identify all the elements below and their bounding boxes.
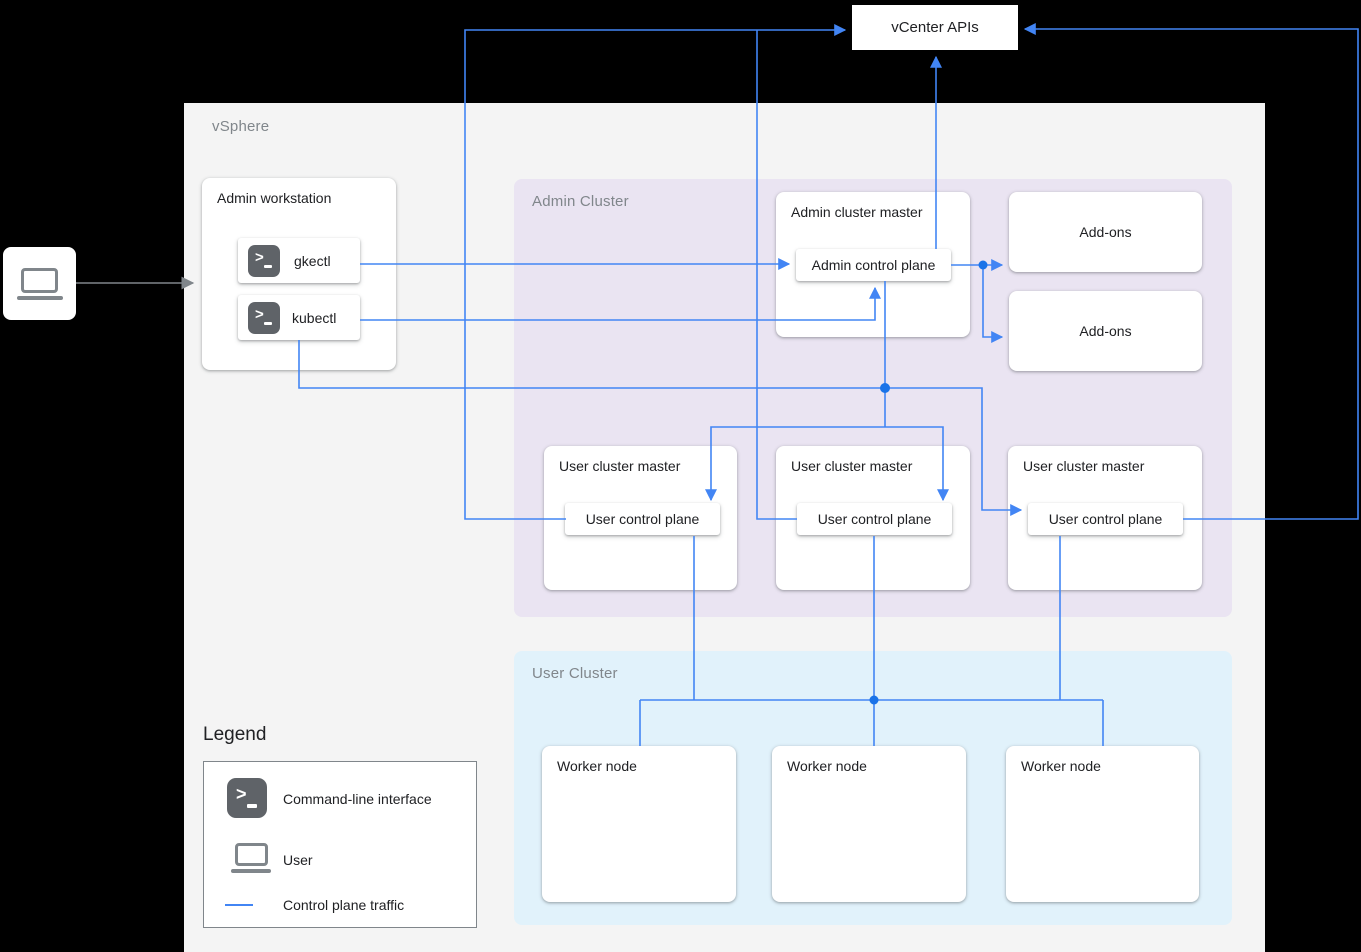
legend-cli-label: Command-line interface [283, 791, 432, 807]
addons-box: Add-ons [1009, 192, 1202, 272]
user-control-plane-chip: User control plane [1028, 503, 1183, 535]
legend-title: Legend [203, 724, 267, 745]
legend-traffic-label: Control plane traffic [283, 897, 405, 913]
terminal-icon: > [227, 778, 267, 818]
control-plane-traffic-line [225, 904, 253, 906]
addons-box: Add-ons [1009, 291, 1202, 371]
admin-control-plane-label: Admin control plane [811, 257, 936, 273]
addons-label: Add-ons [1079, 224, 1132, 240]
user-control-plane-label: User control plane [585, 511, 700, 527]
user-box [3, 247, 76, 320]
terminal-icon: > [248, 244, 280, 277]
worker-node-label: Worker node [1021, 758, 1101, 774]
worker-node-box: Worker node [1006, 746, 1199, 902]
addons-label: Add-ons [1079, 323, 1132, 339]
user-cluster-master-label: User cluster master [1023, 458, 1145, 474]
legend-box: > Command-line interface User Control pl… [203, 761, 477, 928]
kubectl-label: kubectl [292, 309, 337, 326]
worker-node-box: Worker node [772, 746, 966, 902]
admin-cluster-master-label: Admin cluster master [791, 204, 923, 220]
laptop-icon [231, 843, 271, 873]
user-control-plane-label: User control plane [1048, 511, 1163, 527]
worker-node-box: Worker node [542, 746, 736, 902]
gkectl-label: gkectl [294, 252, 331, 269]
user-cluster-master-label: User cluster master [559, 458, 681, 474]
worker-node-label: Worker node [557, 758, 637, 774]
terminal-icon: > [248, 301, 280, 334]
admin-cluster-label: Admin Cluster [532, 193, 629, 210]
admin-control-plane-chip: Admin control plane [796, 249, 951, 281]
legend-user-label: User [283, 852, 313, 868]
user-cluster-label: User Cluster [532, 665, 618, 682]
laptop-icon [16, 267, 63, 300]
vsphere-label: vSphere [212, 118, 270, 135]
user-control-plane-chip: User control plane [565, 503, 720, 535]
user-control-plane-chip: User control plane [797, 503, 952, 535]
user-cluster-master-label: User cluster master [791, 458, 913, 474]
vcenter-apis-box: vCenter APIs [852, 5, 1018, 50]
user-control-plane-label: User control plane [817, 511, 932, 527]
vcenter-apis-label: vCenter APIs [891, 19, 979, 36]
gkectl-chip: > gkectl [238, 238, 360, 283]
admin-workstation-label: Admin workstation [217, 190, 332, 206]
kubectl-chip: > kubectl [238, 295, 360, 340]
worker-node-label: Worker node [787, 758, 867, 774]
